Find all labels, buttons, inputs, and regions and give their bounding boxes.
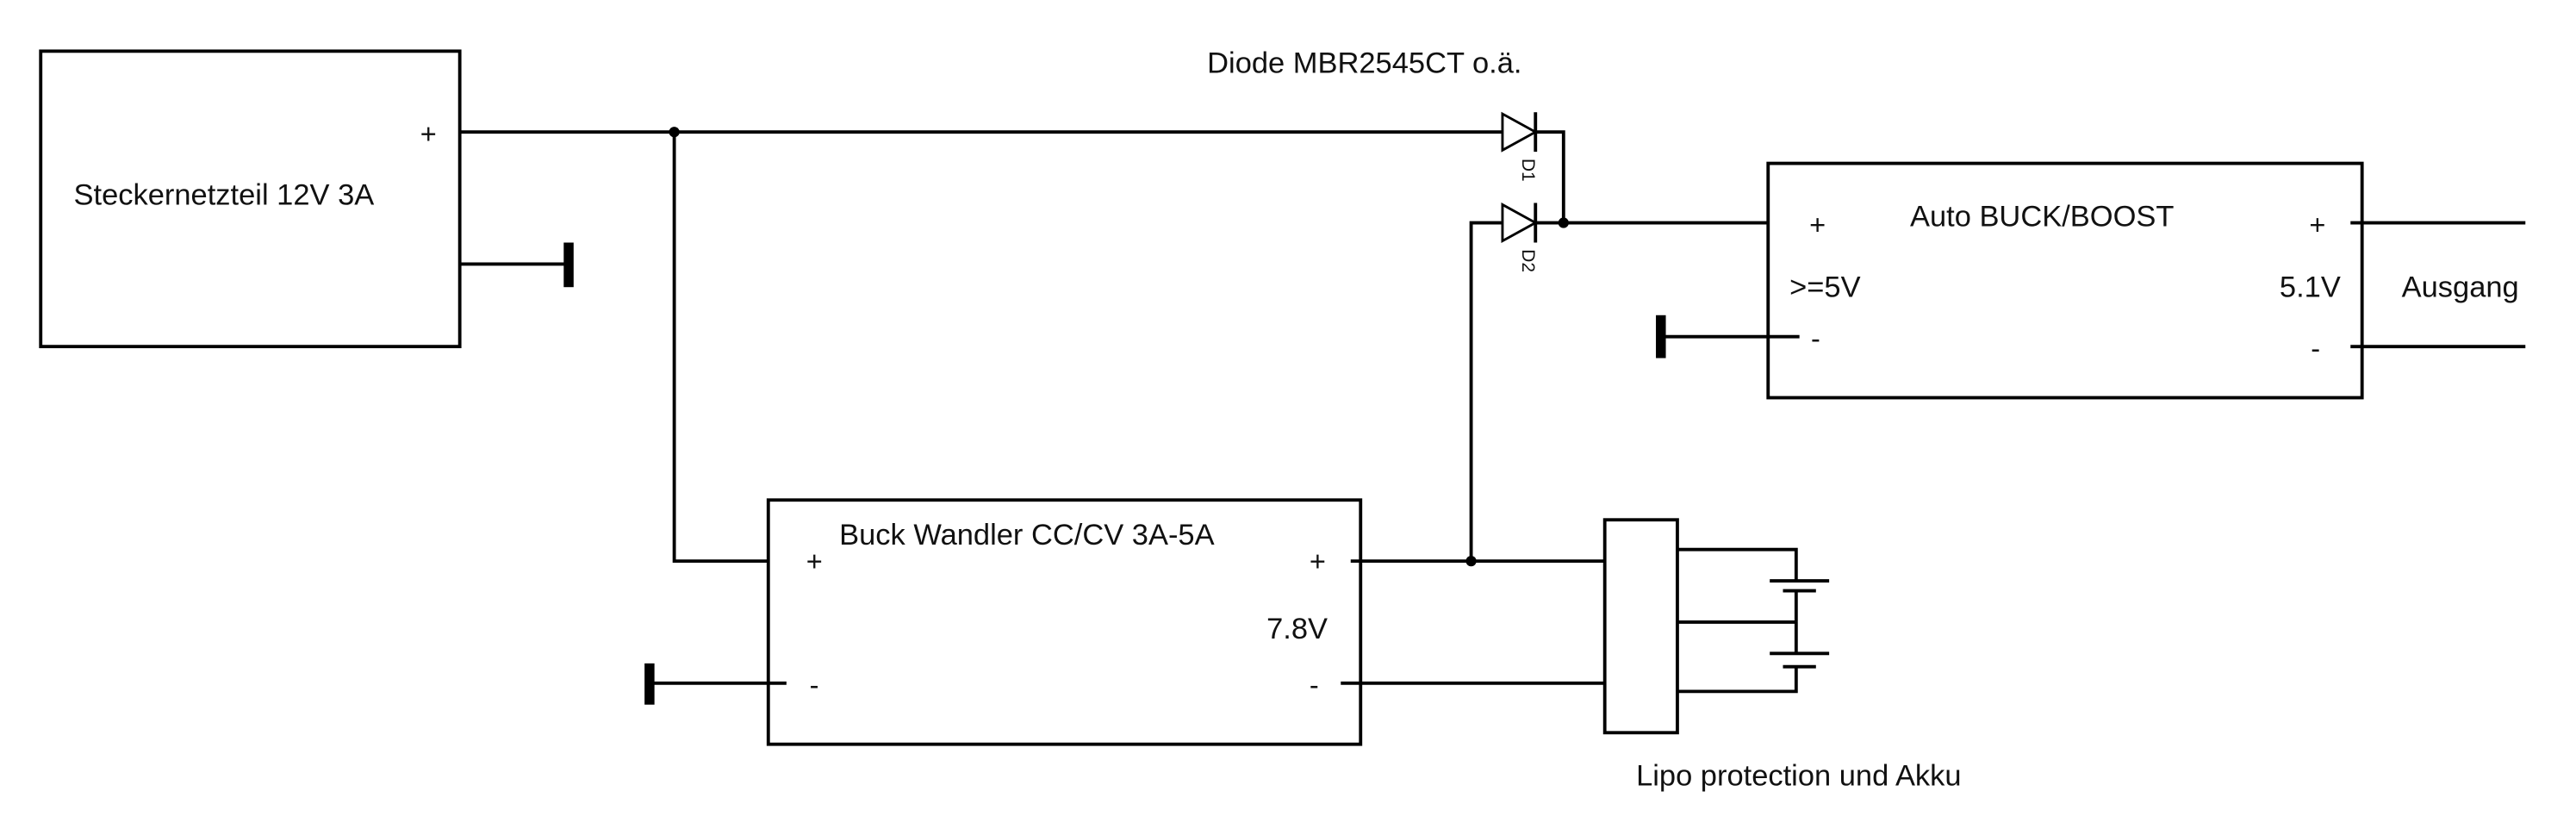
auto-plus-in-label: + (1809, 209, 1826, 240)
auto-ground-symbol (1656, 315, 1666, 358)
junction-buck-out (1465, 555, 1477, 567)
psu-plus-label: + (420, 119, 437, 150)
diode-d1-label: D1 (1518, 159, 1538, 182)
battery-cell-1 (1770, 579, 1830, 622)
diode-d1 (1501, 111, 1539, 153)
buck-plus-out-label: + (1310, 546, 1326, 577)
buck-vout-label: 7.8V (1266, 613, 1328, 645)
buck-ground-symbol (644, 663, 655, 705)
auto-minus-in-label: - (1811, 323, 1820, 354)
auto-minus-out-label: - (2311, 333, 2320, 365)
auto-vin-label: >=5V (1789, 271, 1860, 304)
d1-cathode-wire (1535, 130, 1565, 223)
diode-d2 (1501, 203, 1539, 244)
lipo-wire-top (1677, 547, 1798, 582)
buck-input-wire (672, 132, 787, 564)
lipo-caption: Lipo protection und Akku (1636, 760, 1962, 793)
buck-minus-in-label: - (810, 670, 819, 701)
psu-block (39, 49, 462, 349)
d2-anode-wire (1469, 221, 1503, 562)
auto-buck-boost-block (1766, 161, 2364, 400)
buck-converter-block (766, 498, 1363, 746)
auto-vout-label: 5.1V (2280, 271, 2341, 304)
auto-plus-out-label: + (2309, 209, 2325, 240)
buck-converter-label: Buck Wandler CC/CV 3A-5A (839, 519, 1214, 551)
output-label: Ausgang (2402, 271, 2519, 304)
junction-diode-out (1558, 217, 1569, 228)
buck-plus-in-label: + (806, 546, 823, 577)
diode-caption: Diode MBR2545CT o.ä. (1207, 47, 1521, 79)
buck-minus-out-label: - (1310, 670, 1319, 701)
psu-label: Steckernetzteil 12V 3A (74, 178, 375, 211)
lipo-protection-board (1602, 518, 1679, 735)
diode-d2-label: D2 (1518, 249, 1538, 272)
lipo-wire-bottom (1677, 666, 1798, 694)
battery-cell-2 (1770, 621, 1830, 669)
psu-ground-symbol (563, 242, 574, 288)
auto-buck-boost-label: Auto BUCK/BOOST (1910, 200, 2174, 233)
